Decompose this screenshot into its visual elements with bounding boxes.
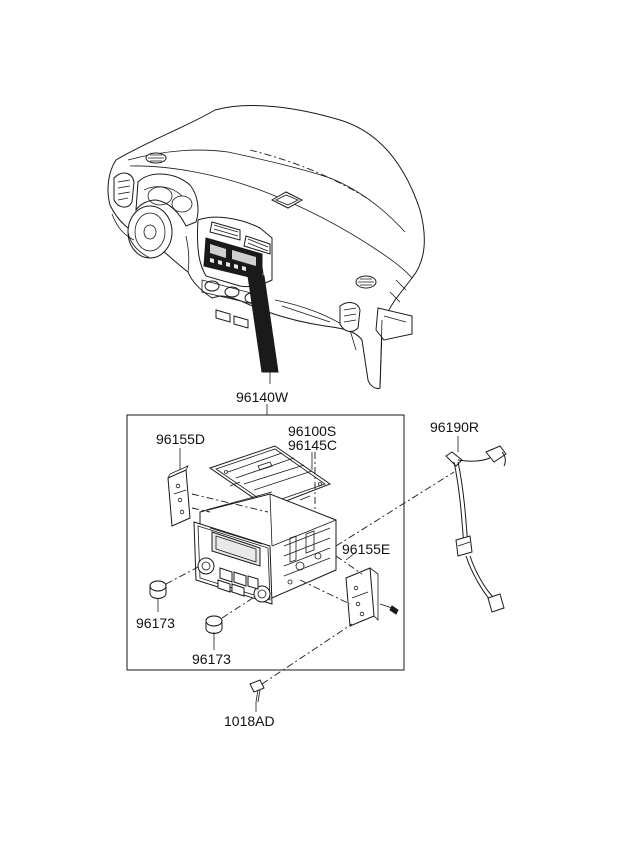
- dashboard-radio-leader: [247, 265, 279, 384]
- radio-head-unit: [193, 491, 337, 605]
- mounting-screw: [249, 679, 265, 703]
- dashboard-illustration: [107, 104, 425, 389]
- callout-96155E: 96155E: [342, 541, 390, 557]
- callout-96155D: 96155D: [156, 431, 205, 447]
- top-cover-plate: [208, 445, 332, 509]
- callout-96140W: 96140W: [236, 389, 289, 405]
- callout-1018AD: 1018AD: [224, 713, 275, 729]
- knob-cap-upper: [149, 580, 167, 599]
- left-mounting-bracket: [167, 465, 191, 527]
- callout-96190R: 96190R: [430, 419, 479, 435]
- callout-96145C: 96145C: [288, 437, 337, 453]
- callout-96173-upper: 96173: [136, 615, 175, 631]
- callout-96173-lower: 96173: [192, 651, 231, 667]
- assembly-box: [126, 414, 405, 671]
- callout-96100S: 96100S: [288, 423, 336, 439]
- right-mounting-bracket: [345, 567, 379, 627]
- bracket-screw: [379, 603, 399, 615]
- knob-cap-lower: [205, 615, 223, 634]
- wiring-harness: [445, 445, 507, 613]
